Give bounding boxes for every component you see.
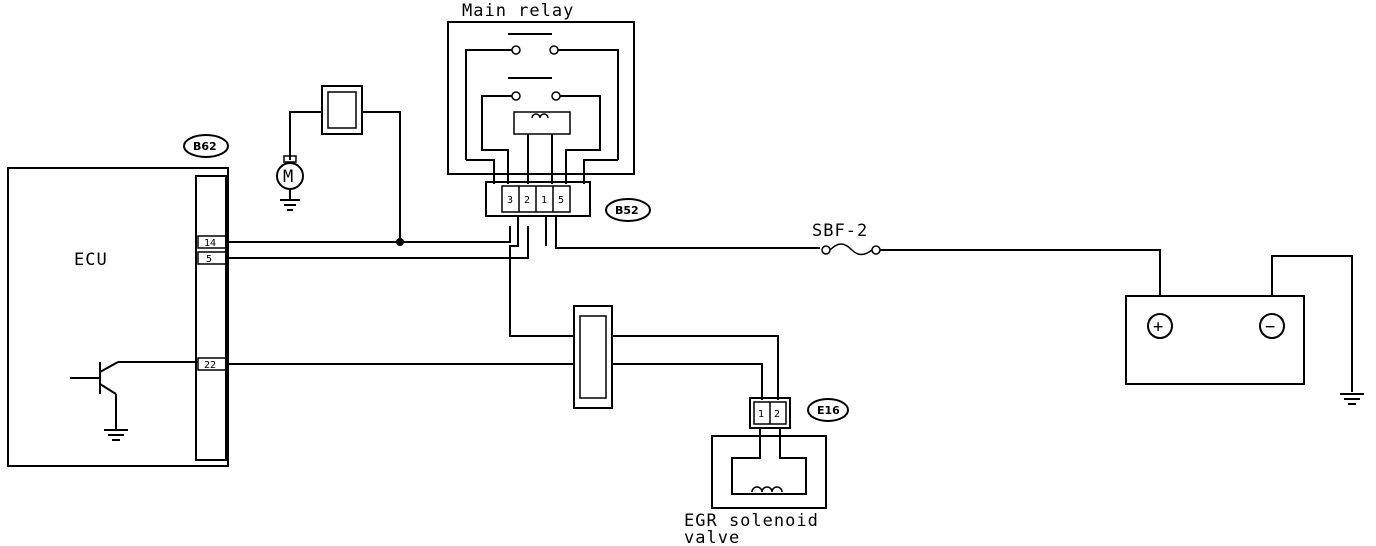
egr-label-line2: valve [684, 528, 740, 546]
battery-positive-symbol: + [1153, 317, 1164, 337]
relay-connector-id: B52 [615, 204, 639, 217]
wire-joint-to-egr-1 [612, 335, 779, 400]
egr-pin-1: 1 [758, 409, 764, 420]
egr-pin-2: 2 [774, 409, 780, 420]
ecu-pin-box-14 [197, 235, 227, 249]
ecu-pin-box-5 [197, 251, 227, 265]
relay-connector-tag [605, 198, 651, 222]
motor-branch: M [276, 85, 401, 242]
relay-pin-1: 1 [541, 195, 547, 206]
ecu-box [7, 167, 229, 467]
joint-connector [573, 305, 613, 409]
battery-positive-terminal [1147, 313, 1173, 339]
relay-box [447, 21, 635, 175]
egr-connector-tag [807, 398, 849, 422]
ecu-pin-22: 22 [204, 360, 216, 371]
ecu-unit: ECU 14 5 22 B62 [7, 134, 229, 467]
ecu-pin-14: 14 [204, 238, 216, 249]
motor-symbol: M [283, 167, 294, 187]
egr-label-line1: EGR solenoid [684, 511, 819, 531]
wire-pin14 [228, 226, 511, 243]
fuse-label: SBF-2 [812, 221, 868, 241]
ecu-label: ECU [74, 250, 108, 270]
battery-negative-symbol: − [1265, 317, 1276, 337]
battery-ground-icon [1340, 393, 1364, 405]
wire-joint-to-egr-2 [612, 363, 763, 400]
wire-relay-to-fuse [555, 216, 820, 249]
wire-pin5 [228, 226, 529, 259]
egr-box [711, 435, 827, 509]
ecu-pin-5: 5 [206, 254, 212, 265]
diode-component [321, 85, 363, 135]
battery: + − [1125, 255, 1364, 405]
egr-solenoid: 1 2 E16 EGR solenoid valve [684, 397, 849, 546]
main-relay-label: Main relay [462, 1, 574, 21]
main-relay: Main relay 3 2 1 5 B52 [447, 1, 651, 222]
relay-coil [513, 111, 571, 135]
battery-box [1125, 295, 1305, 385]
wire-to-diode [362, 111, 401, 242]
relay-pin-3: 3 [507, 195, 513, 206]
wire-battery-ground [1271, 255, 1353, 392]
relay-pin-2: 2 [524, 195, 530, 206]
ecu-ground-icon [104, 429, 128, 441]
fuse: SBF-2 [812, 221, 1161, 300]
ecu-connector-tag [183, 134, 229, 158]
battery-negative-terminal [1259, 313, 1285, 339]
wire-fuse-to-battery [880, 249, 1161, 300]
ecu-connector-strip [195, 175, 227, 461]
egr-connector-id: E16 [817, 404, 840, 417]
egr-connector [749, 397, 791, 429]
ecu-connector-id: B62 [193, 140, 217, 153]
relay-pin-5: 5 [558, 195, 564, 206]
transistor-icon [70, 361, 198, 430]
relay-connector [485, 181, 591, 217]
wire-to-motor [289, 111, 322, 160]
wire-relay-to-joint [509, 216, 574, 337]
